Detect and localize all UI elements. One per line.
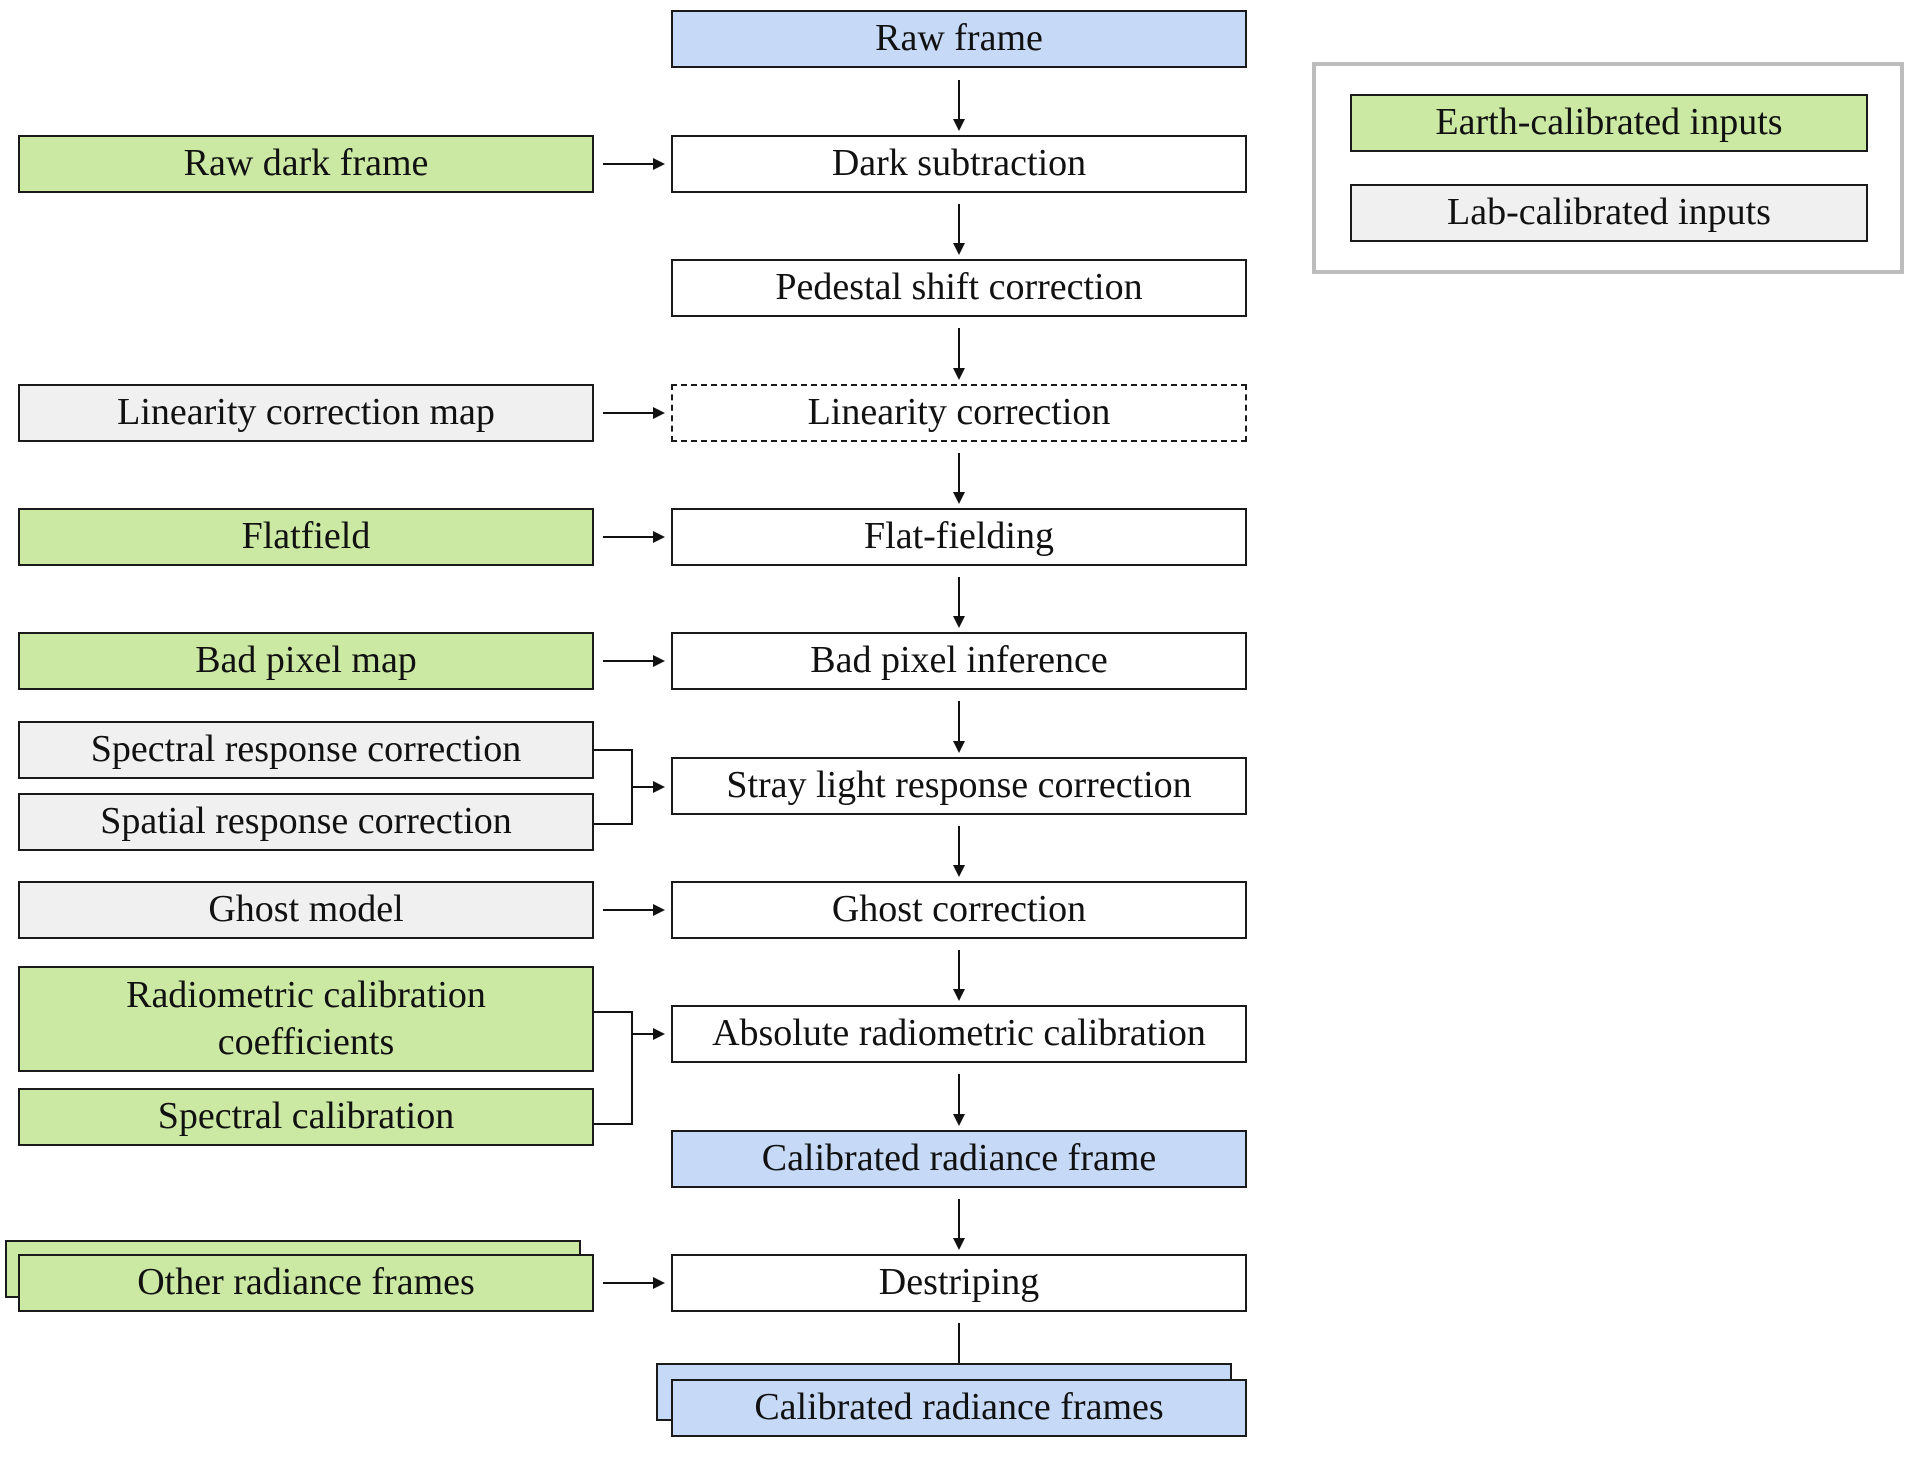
radiometric-calibration-line-1: Radiometric calibration bbox=[126, 973, 486, 1016]
other-radiance-frames-input: Other radiance frames bbox=[18, 1254, 594, 1312]
bracket-response-corrections bbox=[594, 749, 633, 825]
linearity-correction-map-input: Linearity correction map bbox=[18, 384, 594, 442]
bad-pixel-map-input: Bad pixel map bbox=[18, 632, 594, 690]
legend-earth-calibrated: Earth-calibrated inputs bbox=[1350, 94, 1868, 152]
flatfield-input: Flatfield bbox=[18, 508, 594, 566]
spectral-calibration-input: Spectral calibration bbox=[18, 1088, 594, 1146]
stray-light-response-correction-box: Stray light response correction bbox=[671, 757, 1247, 815]
spectral-response-correction-input: Spectral response correction bbox=[18, 721, 594, 779]
bad-pixel-inference-box: Bad pixel inference bbox=[671, 632, 1247, 690]
raw-frame-box: Raw frame bbox=[671, 10, 1247, 68]
radiometric-calibration-coefficients-input: Radiometric calibration coefficients bbox=[18, 966, 594, 1072]
absolute-radiometric-calibration-box: Absolute radiometric calibration bbox=[671, 1005, 1247, 1063]
destriping-box: Destriping bbox=[671, 1254, 1247, 1312]
raw-dark-frame-input: Raw dark frame bbox=[18, 135, 594, 193]
calibrated-radiance-frame-box: Calibrated radiance frame bbox=[671, 1130, 1247, 1188]
linearity-correction-box: Linearity correction bbox=[671, 384, 1247, 442]
ghost-correction-box: Ghost correction bbox=[671, 881, 1247, 939]
flat-fielding-box: Flat-fielding bbox=[671, 508, 1247, 566]
legend-lab-calibrated: Lab-calibrated inputs bbox=[1350, 184, 1868, 242]
radiometric-calibration-line-2: coefficients bbox=[217, 1021, 395, 1063]
dark-subtraction-box: Dark subtraction bbox=[671, 135, 1247, 193]
bracket-calibration-inputs bbox=[594, 1011, 633, 1125]
ghost-model-input: Ghost model bbox=[18, 881, 594, 939]
pedestal-shift-correction-box: Pedestal shift correction bbox=[671, 259, 1247, 317]
spatial-response-correction-input: Spatial response correction bbox=[18, 793, 594, 851]
calibrated-radiance-frames-box: Calibrated radiance frames bbox=[671, 1379, 1247, 1437]
